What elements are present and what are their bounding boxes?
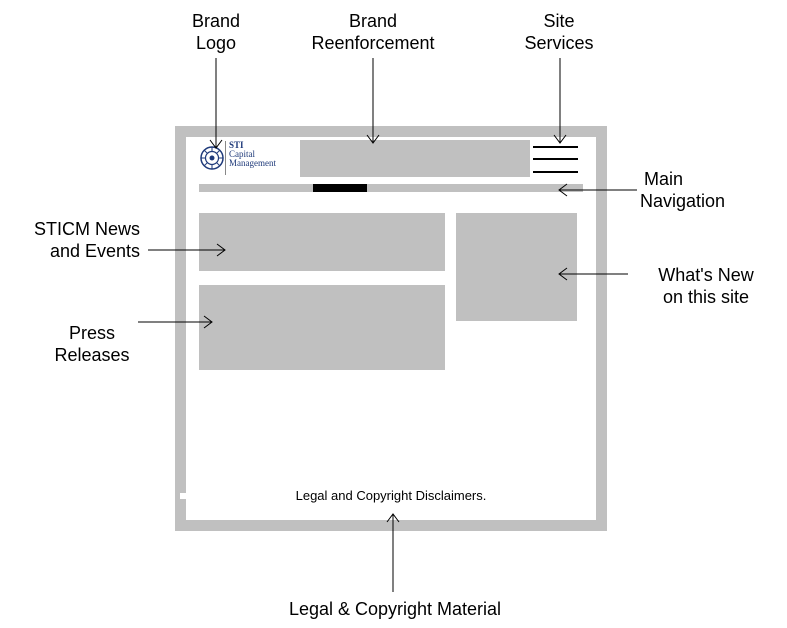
site-services-arrow xyxy=(553,58,567,144)
brand-reinforcement-callout: Brand Reenforcement xyxy=(303,10,443,54)
main-navigation-active-item[interactable] xyxy=(313,184,367,192)
logo-wordmark: STI Capital Management xyxy=(229,141,276,168)
main-navigation-callout: Main Navigation xyxy=(640,168,744,212)
brand-logo xyxy=(197,139,297,175)
news-events-callout-line1: STICM News xyxy=(33,219,140,239)
legal-material-arrow xyxy=(386,513,400,592)
main-navigation-bar[interactable] xyxy=(199,184,583,192)
legal-material-callout: Legal & Copyright Material xyxy=(288,599,502,619)
site-services-callout-line2: Services xyxy=(524,33,594,53)
press-releases-callout-line2: Releases xyxy=(54,345,130,365)
site-services-callout: Site Services xyxy=(520,10,598,54)
logo-wordmark-line3: Management xyxy=(229,158,276,168)
press-releases-arrow xyxy=(138,315,213,329)
brand-logo-arrow xyxy=(209,58,223,149)
whats-new-callout-line1: What's New xyxy=(658,265,754,285)
brand-logo-callout-line2: Logo xyxy=(195,33,237,53)
main-navigation-callout-line1: Main xyxy=(644,169,684,189)
site-services-line-3[interactable] xyxy=(533,171,578,173)
site-services-line-1[interactable] xyxy=(533,146,578,148)
brand-reinforcement-arrow xyxy=(366,58,380,144)
news-events-callout-line2: and Events xyxy=(49,241,140,261)
logo-wordmark-line2: Capital xyxy=(229,149,255,159)
brand-reinforcement-callout-line2: Reenforcement xyxy=(311,33,435,53)
main-navigation-arrow xyxy=(558,183,637,197)
brand-reinforcement-callout-line1: Brand xyxy=(348,11,398,31)
brand-logo-callout-line1: Brand xyxy=(191,11,241,31)
logo-wordmark-line1: STI xyxy=(229,140,244,150)
frame-notch xyxy=(180,493,188,499)
logo-divider xyxy=(225,141,226,175)
site-services-callout-line1: Site xyxy=(543,11,575,31)
brand-logo-callout: Brand Logo xyxy=(180,10,252,54)
press-releases-block[interactable] xyxy=(199,285,445,370)
legal-disclaimer-text[interactable]: Legal and Copyright Disclaimers. xyxy=(295,488,487,503)
whats-new-arrow xyxy=(558,267,628,281)
news-events-block[interactable] xyxy=(199,213,445,271)
site-services-line-2[interactable] xyxy=(533,158,578,160)
news-events-arrow xyxy=(148,243,226,257)
whats-new-callout: What's New on this site xyxy=(646,264,766,308)
whats-new-block[interactable] xyxy=(456,213,577,321)
news-events-callout: STICM News and Events xyxy=(28,218,140,262)
main-navigation-callout-line2: Navigation xyxy=(640,191,726,211)
press-releases-callout-line1: Press xyxy=(68,323,115,343)
press-releases-callout: Press Releases xyxy=(48,322,136,366)
brand-reinforcement-block xyxy=(300,140,530,177)
whats-new-callout-line2: on this site xyxy=(662,287,750,307)
logo-seal-icon xyxy=(200,146,224,170)
